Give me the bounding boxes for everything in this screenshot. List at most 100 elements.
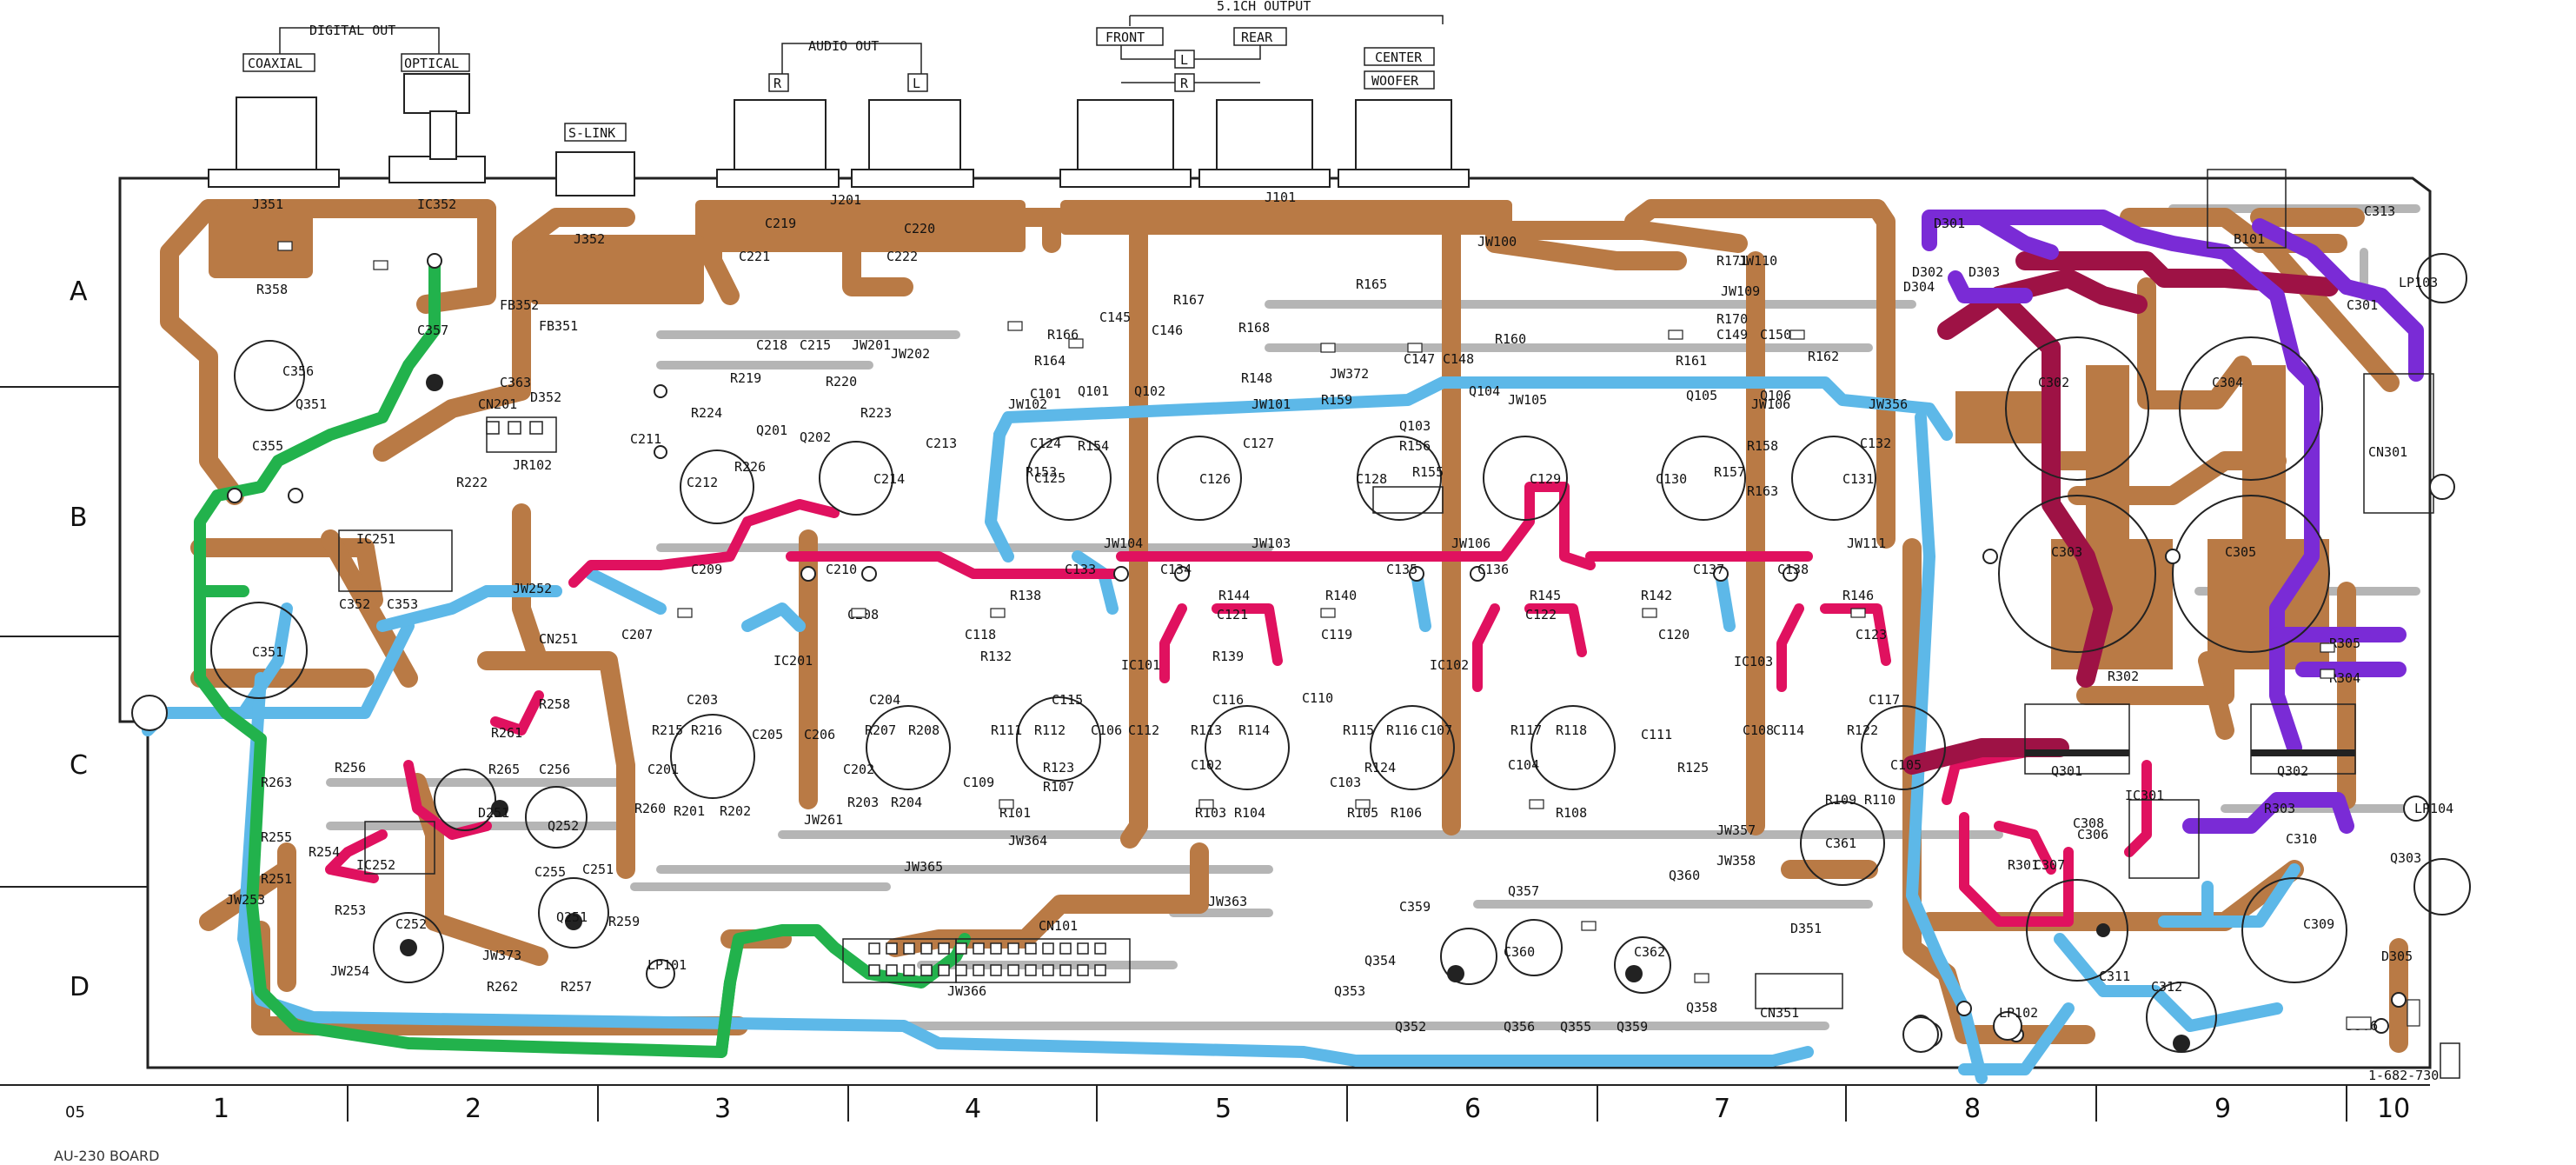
label-jw365: JW365 bbox=[904, 859, 943, 875]
label-r304: R304 bbox=[2329, 670, 2360, 686]
label-c125: C125 bbox=[1034, 470, 1066, 486]
label-r223: R223 bbox=[860, 405, 892, 421]
board-id-mark bbox=[2440, 1042, 2460, 1079]
label-r260: R260 bbox=[634, 801, 666, 816]
gray-traces bbox=[326, 204, 2429, 1030]
label-r140: R140 bbox=[1325, 588, 1357, 603]
label-q301: Q301 bbox=[2051, 763, 2082, 779]
label-ic352: IC352 bbox=[417, 196, 456, 212]
label-c305: C305 bbox=[2225, 544, 2256, 560]
label-ic251: IC251 bbox=[356, 531, 395, 547]
label-r148: R148 bbox=[1241, 370, 1272, 386]
label-q201: Q201 bbox=[756, 423, 787, 438]
label-r108: R108 bbox=[1556, 805, 1587, 821]
label-jw100: JW100 bbox=[1477, 234, 1517, 250]
label-c362: C362 bbox=[1634, 944, 1665, 960]
label-jw366: JW366 bbox=[947, 983, 986, 999]
label-r110: R110 bbox=[1864, 792, 1895, 808]
label-r106: R106 bbox=[1391, 805, 1422, 821]
label-r167: R167 bbox=[1173, 292, 1205, 308]
label-jw109: JW109 bbox=[1721, 283, 1760, 299]
label-q354: Q354 bbox=[1364, 953, 1396, 969]
label-r170: R170 bbox=[1716, 311, 1748, 327]
label-r258: R258 bbox=[539, 696, 570, 712]
label-r265: R265 bbox=[488, 762, 520, 777]
label-s-link: S-LINK bbox=[568, 125, 615, 141]
label-fb351: FB351 bbox=[539, 318, 578, 334]
label-c218: C218 bbox=[756, 337, 787, 353]
label-c128: C128 bbox=[1356, 471, 1387, 487]
label-c304: C304 bbox=[2212, 375, 2243, 390]
label-c107: C107 bbox=[1421, 722, 1452, 738]
label-r115: R115 bbox=[1343, 722, 1374, 738]
label-r111: R111 bbox=[991, 722, 1022, 738]
label-c210: C210 bbox=[826, 562, 857, 577]
label-cn201: CN201 bbox=[478, 396, 517, 412]
label-r142: R142 bbox=[1641, 588, 1672, 603]
label-cn251: CN251 bbox=[539, 631, 578, 647]
electrolytic-capacitors bbox=[210, 253, 2471, 1053]
label-c206: C206 bbox=[804, 727, 835, 742]
label-r160: R160 bbox=[1495, 331, 1526, 347]
label-c108: C108 bbox=[1743, 722, 1774, 738]
label-c111: C111 bbox=[1641, 727, 1672, 742]
label-jw356: JW356 bbox=[1869, 396, 1908, 412]
label-ic102: IC102 bbox=[1430, 657, 1469, 673]
label-c115: C115 bbox=[1052, 692, 1083, 708]
col-label-7: 7 bbox=[1714, 1094, 1730, 1124]
label-r162: R162 bbox=[1808, 349, 1839, 364]
label-c117: C117 bbox=[1869, 692, 1900, 708]
label-c252: C252 bbox=[395, 916, 427, 932]
label-r171: R171 bbox=[1716, 253, 1748, 269]
label-r112: R112 bbox=[1034, 722, 1066, 738]
label-r155: R155 bbox=[1412, 464, 1444, 480]
label-r168: R168 bbox=[1238, 320, 1270, 336]
label-jw107: JW106 bbox=[1751, 396, 1790, 412]
label-r253: R253 bbox=[335, 902, 366, 918]
label-c215: C215 bbox=[800, 337, 831, 353]
label-c122: C122 bbox=[1525, 607, 1557, 622]
label-c313: C313 bbox=[2364, 203, 2395, 219]
label-q358: Q358 bbox=[1686, 1000, 1717, 1015]
label-d352: D352 bbox=[530, 389, 561, 405]
label-center: CENTER bbox=[1375, 50, 1423, 65]
label-jw372: JW372 bbox=[1330, 366, 1369, 382]
label-r164: R164 bbox=[1034, 353, 1066, 369]
label-c124: C124 bbox=[1030, 436, 1061, 451]
label-d301: D301 bbox=[1934, 216, 1965, 231]
label-c145: C145 bbox=[1099, 310, 1131, 325]
label-q102: Q102 bbox=[1134, 383, 1165, 399]
label-c148: C148 bbox=[1443, 351, 1474, 367]
label-jw252: JW252 bbox=[513, 581, 552, 596]
label-r251: R251 bbox=[261, 871, 292, 887]
label-r163: R163 bbox=[1747, 483, 1778, 499]
row-label-b: B bbox=[70, 503, 88, 533]
label-jw101: JW101 bbox=[1251, 396, 1291, 412]
label-jw111: JW111 bbox=[1847, 536, 1886, 551]
label-jw253: JW253 bbox=[226, 892, 265, 908]
label-r156: R156 bbox=[1399, 438, 1431, 454]
label-q357: Q357 bbox=[1508, 883, 1539, 899]
col-label-6: 6 bbox=[1464, 1094, 1481, 1124]
label-jw201: JW201 bbox=[852, 337, 891, 353]
label-r208: R208 bbox=[908, 722, 939, 738]
label-c133: C133 bbox=[1065, 562, 1096, 577]
label-c106: C106 bbox=[1091, 722, 1122, 738]
label-jw363: JW363 bbox=[1208, 894, 1247, 909]
label-d302: D302 bbox=[1912, 264, 1943, 280]
label-b101: B101 bbox=[2234, 231, 2265, 247]
label-r113: R113 bbox=[1191, 722, 1222, 738]
label-jw364: JW364 bbox=[1008, 833, 1047, 849]
label-51ch-output: 5.1CH OUTPUT bbox=[1217, 0, 1311, 14]
label-r117: R117 bbox=[1510, 722, 1542, 738]
label-c129: C129 bbox=[1530, 471, 1561, 487]
power-transistor-bars bbox=[2025, 749, 2355, 756]
label-r109: R109 bbox=[1825, 792, 1856, 808]
label-c213: C213 bbox=[926, 436, 957, 451]
label-c102: C102 bbox=[1191, 757, 1222, 773]
label-cn101: CN101 bbox=[1039, 918, 1078, 934]
label-fb352: FB352 bbox=[500, 297, 539, 313]
col-label-9: 9 bbox=[2214, 1094, 2231, 1124]
label-c123: C123 bbox=[1856, 627, 1887, 642]
label-c119: C119 bbox=[1321, 627, 1352, 642]
